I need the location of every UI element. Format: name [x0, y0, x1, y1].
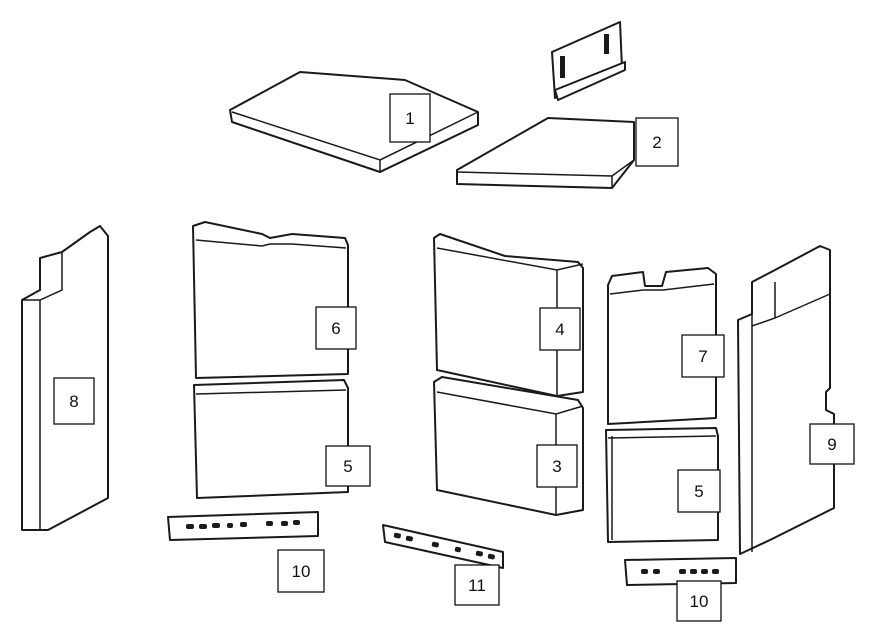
label-7: 7	[681, 334, 725, 378]
part-5-panel-right	[605, 427, 719, 543]
label-5-right-text: 5	[694, 482, 703, 501]
label-7-text: 7	[698, 347, 707, 366]
label-10-right-text: 10	[690, 592, 709, 611]
label-8: 8	[53, 377, 95, 425]
label-9-text: 9	[827, 435, 836, 454]
label-6: 6	[315, 306, 357, 350]
top-bracket-plate	[551, 21, 626, 101]
label-2: 2	[635, 117, 679, 167]
label-3-text: 3	[552, 457, 561, 476]
label-10-left-text: 10	[292, 562, 311, 581]
part-9-right-side-brick	[737, 245, 835, 555]
label-4: 4	[539, 307, 581, 351]
label-11: 11	[454, 564, 500, 606]
label-2-text: 2	[652, 133, 661, 152]
part-5-panel-left	[193, 379, 349, 499]
label-5-left-text: 5	[343, 457, 352, 476]
label-8-text: 8	[69, 392, 78, 411]
label-6-text: 6	[331, 319, 340, 338]
label-11-text: 11	[468, 576, 486, 595]
label-9: 9	[809, 423, 855, 465]
part-1-top-baffle	[229, 71, 479, 173]
part-6-panel	[192, 221, 349, 379]
label-5-left: 5	[325, 445, 371, 487]
label-3: 3	[536, 444, 578, 488]
label-5-right: 5	[677, 469, 721, 513]
label-4-text: 4	[555, 320, 564, 339]
label-10-right: 10	[676, 580, 722, 622]
part-10-strip-right	[624, 557, 737, 586]
label-10-left: 10	[277, 549, 325, 593]
label-1: 1	[389, 93, 431, 143]
label-1-text: 1	[405, 109, 414, 128]
part-7-highlighted-panel	[607, 267, 717, 425]
part-11-strip-angled	[382, 524, 504, 569]
part-2-slab	[456, 117, 635, 189]
part-10-strip-left	[167, 511, 319, 541]
